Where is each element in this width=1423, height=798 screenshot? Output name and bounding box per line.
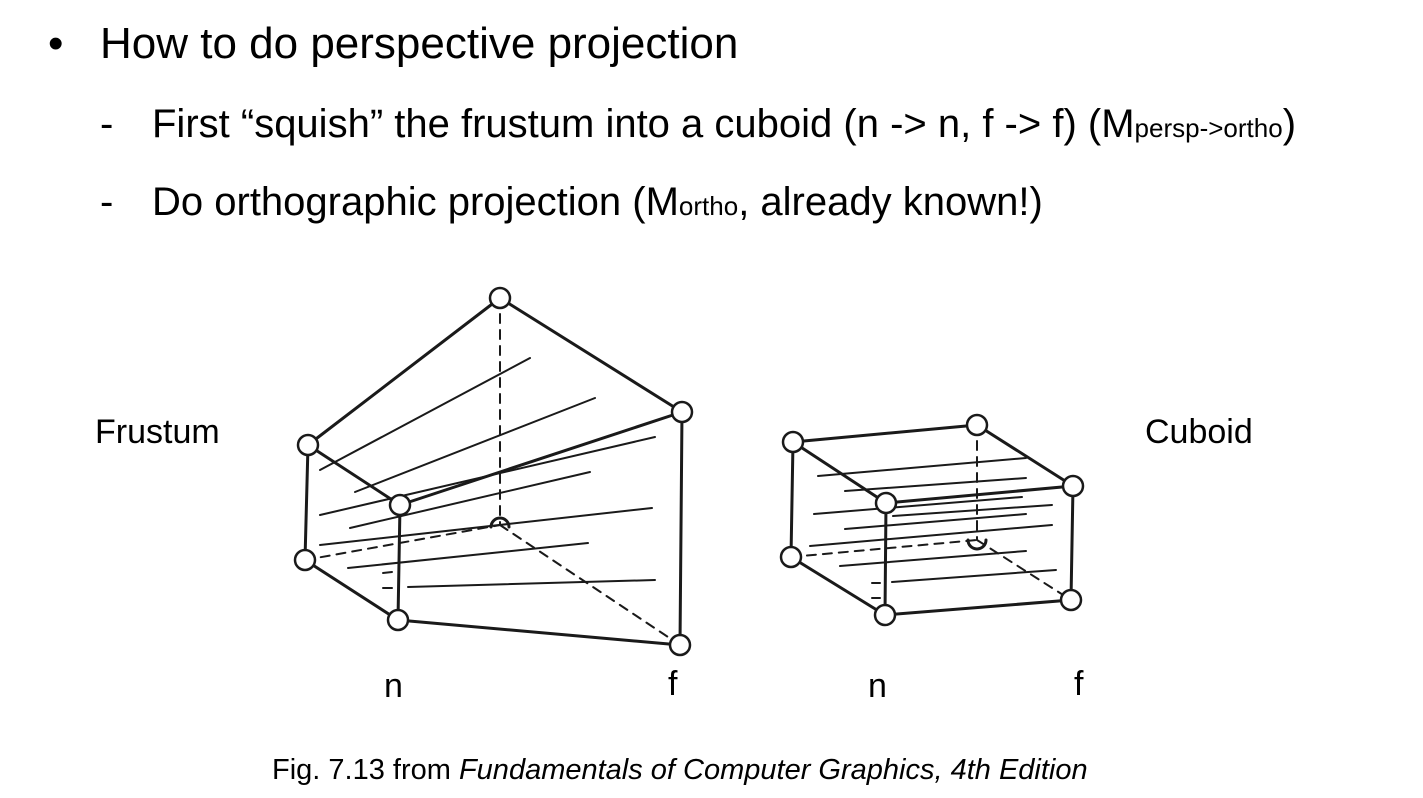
- cuboid-label: Cuboid: [1145, 413, 1253, 451]
- cuboid-near-label: n: [868, 667, 887, 705]
- frustum-interior-line: [319, 357, 531, 471]
- cuboid-vertex: [1061, 474, 1085, 498]
- frustum-edge: [303, 558, 400, 622]
- frustum-edge: [306, 443, 402, 507]
- cuboid-edge: [789, 555, 887, 617]
- frustum-vertex: [670, 400, 694, 424]
- frustum-vertex: [668, 633, 692, 657]
- frustum-hidden-edge: [499, 524, 681, 646]
- cuboid-edge: [975, 423, 1075, 488]
- frustum-edge: [396, 618, 682, 647]
- cuboid-edge: [1069, 484, 1075, 602]
- frustum-shape: [293, 286, 694, 657]
- sub-item-text: Do orthographic projection (Mortho, alre…: [152, 178, 1043, 230]
- cuboid-interior-line: [813, 496, 1023, 515]
- frustum-interior-line: [319, 507, 653, 546]
- frustum-edge: [498, 296, 684, 414]
- cuboid-interior-line: [844, 513, 1027, 530]
- sub-item-text-main: First “squish” the frustum into a cuboid…: [152, 102, 1135, 146]
- sub-item-text: First “squish” the frustum into a cuboid…: [152, 100, 1296, 152]
- sub-item-text-end: ): [1282, 102, 1297, 146]
- cuboid-edge: [883, 501, 888, 617]
- frustum-edge: [678, 410, 684, 647]
- cuboid-edge: [789, 440, 795, 559]
- cuboid-vertex: [965, 413, 989, 437]
- caption-book-title: Fundamentals of Computer Graphics, 4th E…: [458, 754, 1088, 786]
- cuboid-vertex: [779, 545, 803, 569]
- frustum-hidden-vertex: [489, 516, 511, 529]
- cuboid-interior-line: [809, 524, 1053, 547]
- cuboid-edge: [884, 484, 1075, 505]
- cuboid-vertex: [873, 603, 897, 627]
- cuboid-interior-line: [892, 504, 1053, 517]
- frustum-vertex: [488, 286, 512, 310]
- cuboid-vertex: [874, 491, 898, 515]
- frustum-interior-line: [319, 436, 656, 516]
- frustum-vertex: [296, 433, 320, 457]
- cuboid-interior-line: [817, 457, 1027, 477]
- cuboid-vertex: [781, 430, 805, 454]
- frustum-far-label: f: [668, 665, 678, 703]
- cuboid-interior-line: [839, 550, 1027, 567]
- frustum-interior-line: [349, 471, 591, 529]
- frustum-vertex: [293, 548, 317, 572]
- frustum-vertex: [386, 608, 410, 632]
- frustum-interior-line: [347, 542, 589, 569]
- cuboid-hidden-vertex: [966, 538, 988, 551]
- cuboid-edge: [791, 440, 888, 505]
- slide-heading: How to do perspective projection: [100, 19, 739, 68]
- matrix-subscript: ortho: [678, 191, 739, 221]
- sub-item-text-end: , already known!): [738, 180, 1043, 224]
- frustum-hidden-edge: [304, 524, 501, 561]
- frustum-interior-line: [382, 571, 393, 574]
- matrix-subscript: persp->ortho: [1134, 113, 1283, 143]
- frustum-edge: [398, 410, 684, 507]
- cuboid-hidden-edge: [976, 539, 1072, 601]
- cuboid-interior-line: [844, 477, 1027, 492]
- frustum-vertex: [388, 493, 412, 517]
- cuboid-shape: [779, 413, 1085, 627]
- sub-item-dash: -: [100, 180, 114, 224]
- frustum-label: Frustum: [95, 413, 220, 451]
- frustum-near-label: n: [384, 667, 403, 705]
- cuboid-far-label: f: [1074, 665, 1084, 703]
- cuboid-edge: [791, 423, 979, 444]
- frustum-interior-line: [407, 579, 656, 588]
- figure-caption: Fig. 7.13 from Fundamentals of Computer …: [272, 752, 1088, 788]
- cuboid-edge: [883, 598, 1073, 617]
- sub-item-text-main: Do orthographic projection (M: [152, 180, 679, 224]
- cuboid-hidden-edge: [790, 539, 978, 558]
- caption-prefix: Fig. 7.13 from: [272, 754, 459, 786]
- cuboid-vertex: [1059, 588, 1083, 612]
- frustum-edge: [306, 296, 502, 447]
- bullet-dot: •: [48, 19, 64, 68]
- frustum-edge: [303, 443, 310, 562]
- cuboid-interior-line: [891, 569, 1057, 583]
- sub-item-dash: -: [100, 102, 114, 146]
- frustum-interior-line: [354, 397, 596, 493]
